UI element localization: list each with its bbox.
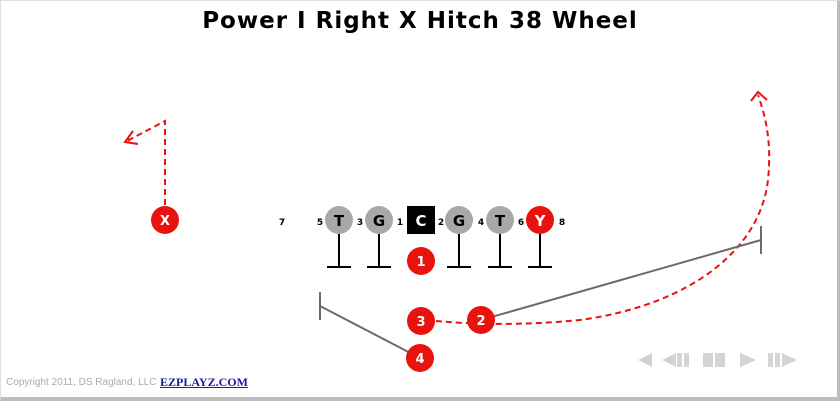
player-c-marker[interactable] [407, 206, 435, 234]
player-g-right-marker[interactable] [445, 206, 473, 234]
page-title: Power I Right X Hitch 38 Wheel [202, 8, 638, 34]
rb4-block-line [319, 305, 421, 359]
player-g-left-label: G [373, 212, 385, 230]
player-g-right-label: G [453, 212, 465, 230]
player-t-left-label: T [334, 212, 345, 230]
hole-3: 3 [357, 218, 363, 228]
hole-5: 5 [317, 218, 323, 228]
x-route-arrowhead [123, 130, 139, 145]
rb-wheel-route [435, 94, 771, 325]
player-3-label: 3 [416, 315, 425, 330]
player-4-marker[interactable] [406, 344, 434, 372]
player-3-marker[interactable] [407, 307, 435, 335]
player-t-right-label: T [495, 212, 506, 230]
player-y-marker[interactable] [526, 206, 554, 234]
hole-2: 2 [438, 218, 444, 228]
player-x-label: X [160, 214, 170, 229]
player-y-label: Y [534, 212, 547, 230]
player-2-marker[interactable] [467, 306, 495, 334]
wheel-route-arrowhead [750, 90, 768, 102]
player-4-label: 4 [415, 352, 424, 367]
pause-icon[interactable] [703, 353, 725, 367]
player-1-marker[interactable] [407, 247, 435, 275]
hole-6: 6 [518, 218, 524, 228]
play-icon[interactable] [740, 353, 756, 367]
x-hitch-route [126, 119, 166, 205]
brand-link[interactable]: EZPLAYZ.COM [160, 375, 248, 389]
player-g-left-marker[interactable] [365, 206, 393, 234]
hole-1: 1 [397, 218, 403, 228]
copyright-text: Copyright 2011, DS Ragland, LLC [6, 377, 157, 388]
player-c-label: C [415, 212, 426, 230]
player-t-right-marker[interactable] [486, 206, 514, 234]
forward-icon[interactable] [768, 353, 797, 367]
player-x-marker[interactable] [151, 206, 179, 234]
line-blocks [327, 234, 552, 268]
hole-8: 8 [559, 218, 565, 228]
rewind-icon[interactable] [638, 353, 652, 367]
fb-block-line [480, 239, 762, 321]
player-t-left-marker[interactable] [325, 206, 353, 234]
hole-4: 4 [478, 218, 484, 228]
player-1-label: 1 [416, 255, 425, 270]
back-icon[interactable] [662, 353, 689, 367]
player-2-label: 2 [476, 314, 485, 329]
hole-7: 7 [279, 218, 285, 228]
